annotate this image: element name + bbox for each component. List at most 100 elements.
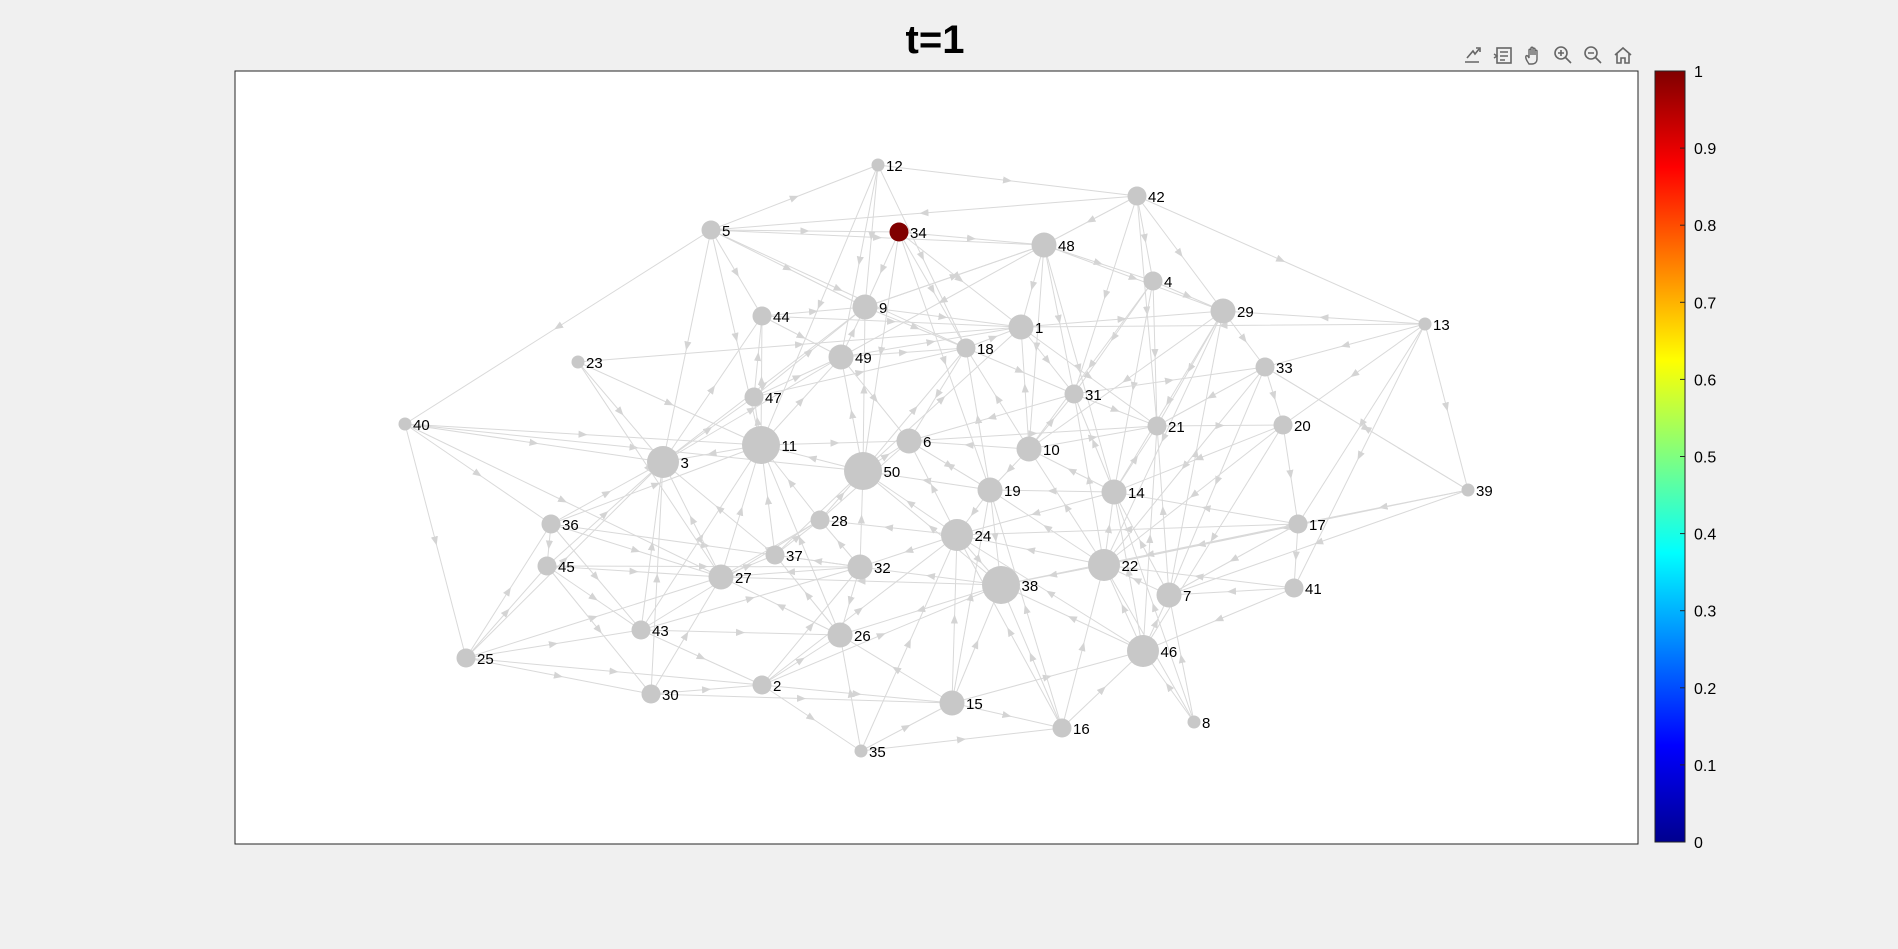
edge-22-19 [989,489,1105,566]
edge-40-36 [404,423,552,525]
edge-2-24 [761,534,958,686]
export-button[interactable] [1458,40,1488,70]
node-42[interactable] [1127,186,1147,206]
node-20[interactable] [1273,415,1293,435]
edge-4-21 [1151,280,1159,427]
node-15[interactable] [939,690,965,716]
edge-44-9 [761,306,866,317]
edge-43-2 [640,629,763,686]
edge-5-34 [710,227,900,235]
node-17[interactable] [1288,514,1308,534]
edge-47-18 [753,347,967,398]
edge-36-43 [550,523,642,631]
node-18[interactable] [956,338,976,358]
edge-11-49 [760,356,842,446]
edge-3-44 [662,315,763,463]
edge-42-29 [1136,195,1224,312]
node-25[interactable] [456,648,476,668]
node-30[interactable] [641,684,661,704]
node-39[interactable] [1461,483,1475,497]
data-tips-button[interactable] [1488,40,1518,70]
node-26[interactable] [827,622,853,648]
node-1[interactable] [1008,314,1034,340]
node-label-7: 7 [1183,588,1191,605]
node-label-10: 10 [1043,442,1060,459]
node-label-50: 50 [884,464,901,481]
node-12[interactable] [871,158,885,172]
node-2[interactable] [752,675,772,695]
node-7[interactable] [1156,582,1182,608]
node-37[interactable] [765,545,785,565]
zoom-out-button[interactable] [1578,40,1608,70]
node-41[interactable] [1284,578,1304,598]
edge-31-21 [1073,393,1158,427]
node-34[interactable] [889,222,909,242]
node-32[interactable] [847,554,873,580]
node-28[interactable] [810,510,830,530]
node-47[interactable] [744,387,764,407]
node-22[interactable] [1088,549,1120,581]
node-label-12: 12 [886,158,903,175]
edge-14-10 [1028,448,1115,493]
edge-25-36 [465,523,552,659]
node-50[interactable] [844,452,882,490]
node-31[interactable] [1064,384,1084,404]
node-label-39: 39 [1476,483,1493,500]
edge-12-9 [864,164,879,308]
node-35[interactable] [854,744,868,758]
node-36[interactable] [541,514,561,534]
colorbar-tick-label: 0.2 [1694,681,1716,698]
node-38[interactable] [982,566,1020,604]
colorbar-tick-label: 0.9 [1694,141,1716,158]
edge-5-44 [710,229,763,317]
node-33[interactable] [1255,357,1275,377]
zoom-in-button[interactable] [1548,40,1578,70]
node-46[interactable] [1127,635,1159,667]
edge-27-3 [662,461,722,578]
node-4[interactable] [1143,271,1163,291]
node-29[interactable] [1210,298,1236,324]
node-label-29: 29 [1237,304,1254,321]
node-14[interactable] [1101,479,1127,505]
home-button[interactable] [1608,40,1638,70]
node-label-26: 26 [854,628,871,645]
node-label-23: 23 [586,355,603,372]
pan-hand-button[interactable] [1518,40,1548,70]
node-43[interactable] [631,620,651,640]
node-3[interactable] [647,446,679,478]
node-21[interactable] [1147,416,1167,436]
node-24[interactable] [941,519,973,551]
edge-11-6 [760,439,910,447]
edge-26-37 [774,554,841,636]
node-23[interactable] [571,355,585,369]
node-48[interactable] [1031,232,1057,258]
node-11[interactable] [742,426,780,464]
edge-16-19 [989,489,1063,729]
edge-45-30 [546,565,652,695]
node-49[interactable] [828,344,854,370]
edge-17-14 [1113,491,1299,525]
edge-13-29 [1222,310,1426,325]
edge-9-18 [864,306,967,349]
node-label-33: 33 [1276,360,1293,377]
edge-12-11 [760,164,879,446]
node-5[interactable] [701,220,721,240]
node-40[interactable] [398,417,412,431]
node-6[interactable] [896,428,922,454]
node-10[interactable] [1016,436,1042,462]
edge-35-26 [839,634,862,752]
node-45[interactable] [537,556,557,576]
edge-13-33 [1264,323,1426,368]
edge-31-33 [1073,366,1266,395]
node-19[interactable] [977,477,1003,503]
node-8[interactable] [1187,715,1201,729]
edge-48-31 [1043,244,1075,395]
node-9[interactable] [852,294,878,320]
edge-36-11 [550,444,762,525]
node-27[interactable] [708,564,734,590]
node-16[interactable] [1052,718,1072,738]
node-44[interactable] [752,306,772,326]
edge-18-6 [908,347,967,442]
node-13[interactable] [1418,317,1432,331]
edge-46-14 [1113,491,1144,652]
